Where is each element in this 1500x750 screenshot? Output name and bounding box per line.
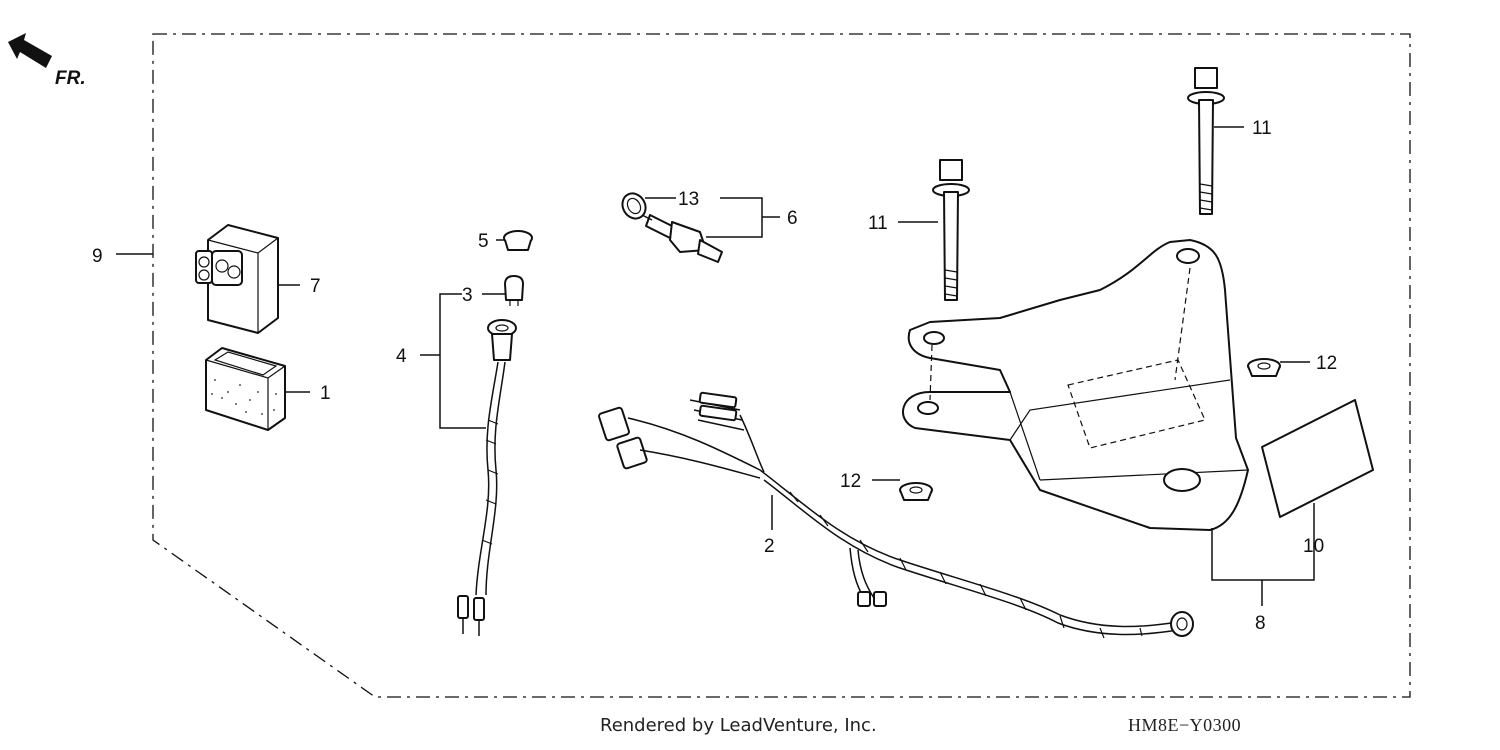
callout-5: 5 <box>478 231 489 252</box>
front-direction-arrow-icon <box>8 33 52 68</box>
part-label-sheet[interactable] <box>1261 399 1374 518</box>
callout-11a: 11 <box>868 213 888 234</box>
callout-13: 13 <box>678 189 699 210</box>
callout-7: 7 <box>310 276 321 297</box>
part-control-unit[interactable] <box>195 224 279 334</box>
part-nut-left[interactable] <box>899 482 933 501</box>
callout-8: 8 <box>1255 613 1266 634</box>
part-o-ring[interactable] <box>618 189 650 223</box>
leader-lines <box>116 126 1315 606</box>
part-rubber-holder[interactable] <box>205 347 286 431</box>
callout-labels: 9 7 1 4 3 5 13 6 11 11 12 12 2 10 8 <box>92 118 1337 634</box>
callout-10: 10 <box>1303 536 1324 557</box>
render-credit: Rendered by LeadVenture, Inc. <box>600 715 877 736</box>
part-bracket[interactable] <box>902 239 1249 531</box>
part-bolt-left[interactable] <box>932 159 970 301</box>
callout-11b: 11 <box>1252 118 1272 139</box>
part-bolt-right[interactable] <box>1187 67 1225 215</box>
callout-6: 6 <box>787 208 798 229</box>
part-socket-harness[interactable] <box>457 319 517 636</box>
kit-boundary <box>152 33 1411 698</box>
part-wire-harness[interactable] <box>598 391 1194 639</box>
callout-1: 1 <box>320 383 331 404</box>
fr-label: FR. <box>55 68 86 89</box>
callout-3: 3 <box>462 285 473 306</box>
diagram-code: HM8E−Y0300 <box>1128 715 1242 735</box>
callout-2: 2 <box>764 536 775 557</box>
callout-12a: 12 <box>840 471 861 492</box>
part-bulb[interactable] <box>504 275 524 306</box>
callout-12b: 12 <box>1316 353 1337 374</box>
part-nut-right[interactable] <box>1247 358 1281 377</box>
callout-4: 4 <box>396 346 407 367</box>
part-sensor[interactable] <box>639 213 723 263</box>
part-cap[interactable] <box>503 230 533 251</box>
callout-9: 9 <box>92 246 103 267</box>
